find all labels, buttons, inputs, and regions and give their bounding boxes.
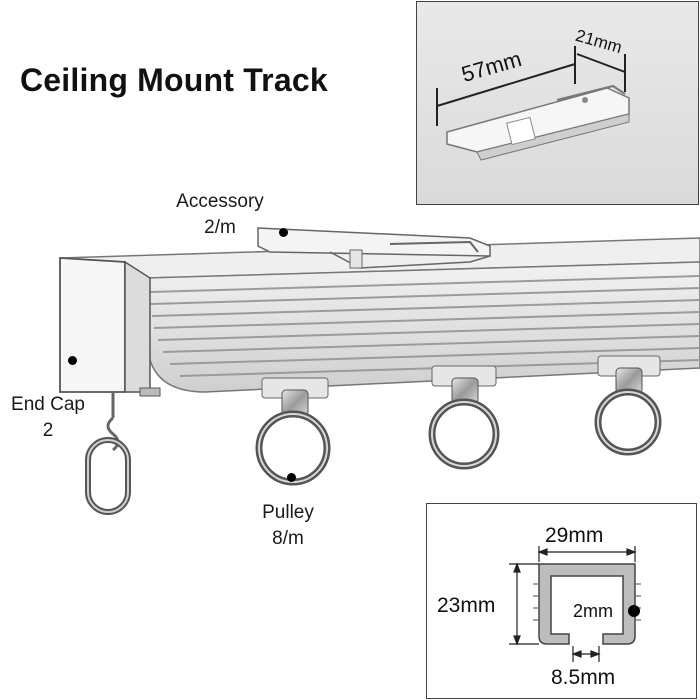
rail bbox=[59, 237, 700, 393]
end-cap-name: End Cap bbox=[11, 394, 85, 415]
end-cap-marker-dot bbox=[68, 356, 77, 365]
accessory-marker-dot bbox=[279, 228, 288, 237]
end-cap-qty: 2 bbox=[42, 420, 54, 441]
end-cap-label: End Cap 2 bbox=[0, 392, 96, 444]
page-title: Ceiling Mount Track bbox=[20, 62, 328, 98]
pulley-label: Pulley 8/m bbox=[238, 500, 338, 552]
accessory-label: Accessory 2/m bbox=[160, 189, 280, 241]
accessory-bracket bbox=[257, 227, 491, 269]
pulley-name: Pulley bbox=[262, 502, 314, 523]
profile-dimension-inset: 29mm 23mm 2mm 8.5mm bbox=[426, 503, 697, 699]
pulley-3 bbox=[594, 355, 662, 456]
pulley-2 bbox=[428, 365, 500, 470]
accessory-dimension-inset: 57mm 21mm bbox=[416, 1, 699, 205]
profile-thickness-dim: 2mm bbox=[573, 601, 613, 621]
end-cap bbox=[59, 257, 161, 397]
profile-width-dim: 29mm bbox=[545, 524, 604, 547]
pulley-1 bbox=[255, 377, 331, 486]
accessory-name: Accessory bbox=[176, 191, 264, 212]
thickness-marker-dot bbox=[628, 605, 640, 617]
profile-opening-dim: 8.5mm bbox=[551, 666, 616, 689]
profile-height-dim: 23mm bbox=[437, 594, 496, 617]
pulley-marker-dot bbox=[287, 473, 296, 482]
end-cap-hook bbox=[85, 392, 131, 515]
pulley-qty: 8/m bbox=[272, 528, 304, 549]
accessory-qty: 2/m bbox=[204, 217, 236, 238]
